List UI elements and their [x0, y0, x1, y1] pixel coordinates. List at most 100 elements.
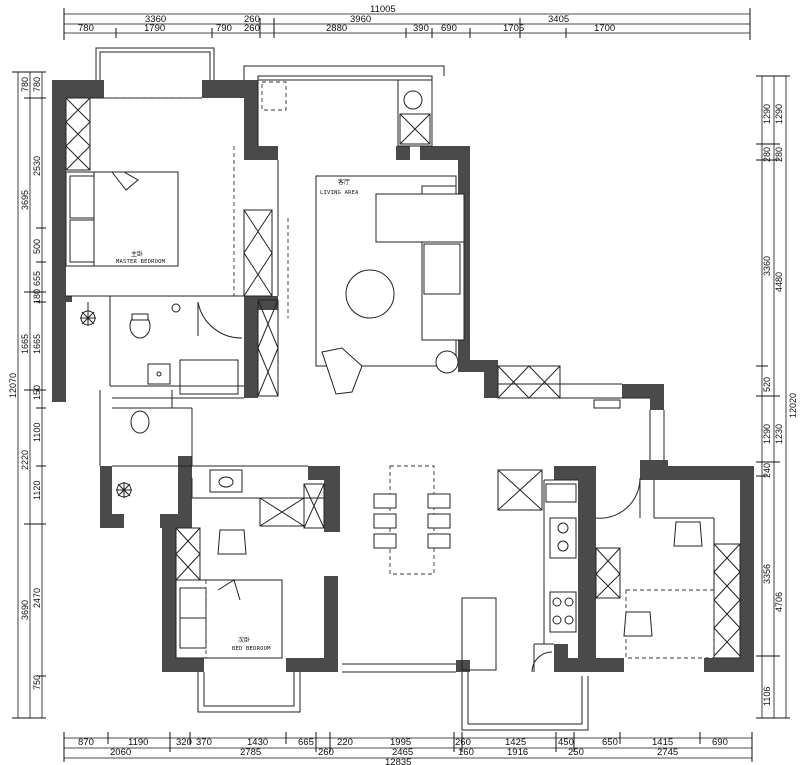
- wall: [324, 576, 338, 672]
- wall: [578, 466, 596, 670]
- dim-left-r1-3: 655: [32, 271, 42, 286]
- wall: [668, 466, 754, 480]
- dim-top-r2-0: 780: [78, 23, 94, 34]
- dim-left-r1-5: 1665: [32, 334, 42, 354]
- dim-top-r1-3: 3405: [548, 14, 569, 25]
- dim-left-r1-9: 2470: [32, 588, 42, 608]
- wall: [66, 296, 72, 302]
- room-label-living-cn: 客厅: [338, 178, 350, 186]
- dim-bot-r2-5: 1916: [507, 747, 528, 758]
- dim-left-r2-1: 3695: [20, 190, 30, 210]
- wall: [100, 514, 124, 528]
- dim-left-r1-1: 2530: [32, 156, 42, 176]
- dim-right-r2-2: 4480: [774, 272, 784, 292]
- dim-right-r1-1: 280: [762, 147, 772, 162]
- dim-right-r1-7: 1106: [762, 687, 772, 706]
- wall: [554, 658, 624, 672]
- sink-icon: [147, 363, 171, 385]
- dim-bot-r1-6: 220: [337, 737, 353, 748]
- dim-bot-r2-0: 2060: [110, 747, 131, 758]
- dim-top-r2-1: 1790: [144, 23, 165, 34]
- balconies: [95, 47, 589, 731]
- dim-bot-r2-3: 2465: [392, 747, 413, 758]
- dim-bot-r1-7: 1995: [390, 737, 411, 748]
- dim-left-r1-8: 1120: [32, 481, 42, 500]
- dim-right-r1-6: 3356: [762, 564, 772, 584]
- dim-bot-r1-8: 260: [455, 737, 471, 748]
- wall: [162, 528, 176, 672]
- dim-left-total: 12070: [8, 373, 18, 398]
- dim-bot-r1-10: 450: [558, 737, 574, 748]
- room-label-master-cn: 主卧: [131, 250, 143, 258]
- dim-bot-r2-6: 250: [568, 747, 584, 758]
- wall: [162, 658, 204, 672]
- dim-bot-r1-5: 665: [298, 737, 314, 748]
- wall: [396, 146, 410, 160]
- dim-top-r2-2: 790: [216, 23, 232, 34]
- dim-left-r1-6: 150: [32, 385, 42, 400]
- doors: [197, 301, 641, 673]
- dim-top-total: 11005: [370, 4, 396, 15]
- wall: [52, 80, 66, 402]
- dim-bot-total: 12835: [385, 757, 411, 765]
- dim-bot-r1-2: 320: [176, 737, 192, 748]
- wall: [622, 384, 664, 398]
- dim-left-r1-7: 1100: [32, 423, 42, 442]
- wall: [258, 146, 278, 160]
- dim-top-r1-2: 3960: [350, 14, 371, 25]
- door-master-bath: [197, 301, 243, 339]
- room-label-second-cn: 次卧: [238, 636, 250, 644]
- wall: [554, 644, 568, 672]
- wall: [456, 660, 470, 672]
- wall: [324, 466, 340, 532]
- dim-right-r1-3: 520: [762, 377, 772, 392]
- dim-right-r2-3: 1230: [774, 424, 784, 444]
- dim-right-r2-4: 4706: [774, 592, 784, 612]
- chair: [217, 529, 247, 555]
- dim-bot-r1-3: 370: [196, 737, 212, 748]
- dim-right-r2-0: 1290: [774, 104, 784, 124]
- dim-left-r1-4: 180: [32, 289, 42, 304]
- dim-top-r2-7: 1705: [503, 23, 524, 34]
- dim-bot-r2-1: 2785: [240, 747, 261, 758]
- dim-bot-r1-13: 690: [712, 737, 728, 748]
- wall: [484, 368, 498, 398]
- wall: [640, 460, 668, 480]
- walls: [52, 80, 754, 672]
- door-kitchen: [531, 651, 553, 673]
- side-table: [435, 350, 459, 374]
- right-dimensions: 1290 280 3360 520 1290 240 3356 1106 129…: [756, 75, 798, 719]
- dim-bot-r2-2: 260: [318, 747, 334, 758]
- dim-bot-r1-11: 650: [602, 737, 618, 748]
- room-label-living-en: LIVING AREA: [320, 190, 359, 196]
- dim-bot-r1-12: 1415: [652, 737, 673, 748]
- wall: [286, 658, 328, 672]
- wall: [244, 296, 258, 398]
- dim-left-r1-10: 750: [32, 675, 42, 690]
- sofa: [375, 185, 465, 341]
- dim-top-r2-8: 1700: [594, 23, 615, 34]
- room-label-second-en: BED BEDROOM: [232, 646, 271, 652]
- dining-table: [373, 465, 451, 575]
- dim-right-total: 12020: [788, 393, 798, 418]
- room-labels: 主卧 MASTER BEDROOM 客厅 LIVING AREA 次卧 BED …: [116, 178, 359, 652]
- dim-bot-r1-9: 1425: [505, 737, 526, 748]
- dim-top-r2-6: 690: [441, 23, 457, 34]
- chair: [623, 611, 653, 637]
- dim-left-r1-0: 780: [32, 77, 42, 92]
- dim-left-r1-2: 500: [32, 239, 42, 254]
- chair: [673, 521, 703, 547]
- door-right-bedroom: [595, 477, 641, 519]
- room-label-master-en: MASTER BEDROOM: [116, 259, 166, 265]
- shower-icon: [80, 302, 96, 326]
- dim-right-r1-4: 1290: [762, 424, 772, 444]
- dim-bot-r1-1: 1190: [128, 737, 148, 748]
- coffee-table: [345, 269, 395, 319]
- dim-right-r2-1: 280: [774, 147, 784, 162]
- dim-top-r2-5: 390: [413, 23, 429, 34]
- dim-top-r2-4: 2880: [326, 23, 347, 34]
- wall: [160, 514, 192, 528]
- master-bed: [65, 171, 179, 267]
- armchair: [321, 347, 363, 395]
